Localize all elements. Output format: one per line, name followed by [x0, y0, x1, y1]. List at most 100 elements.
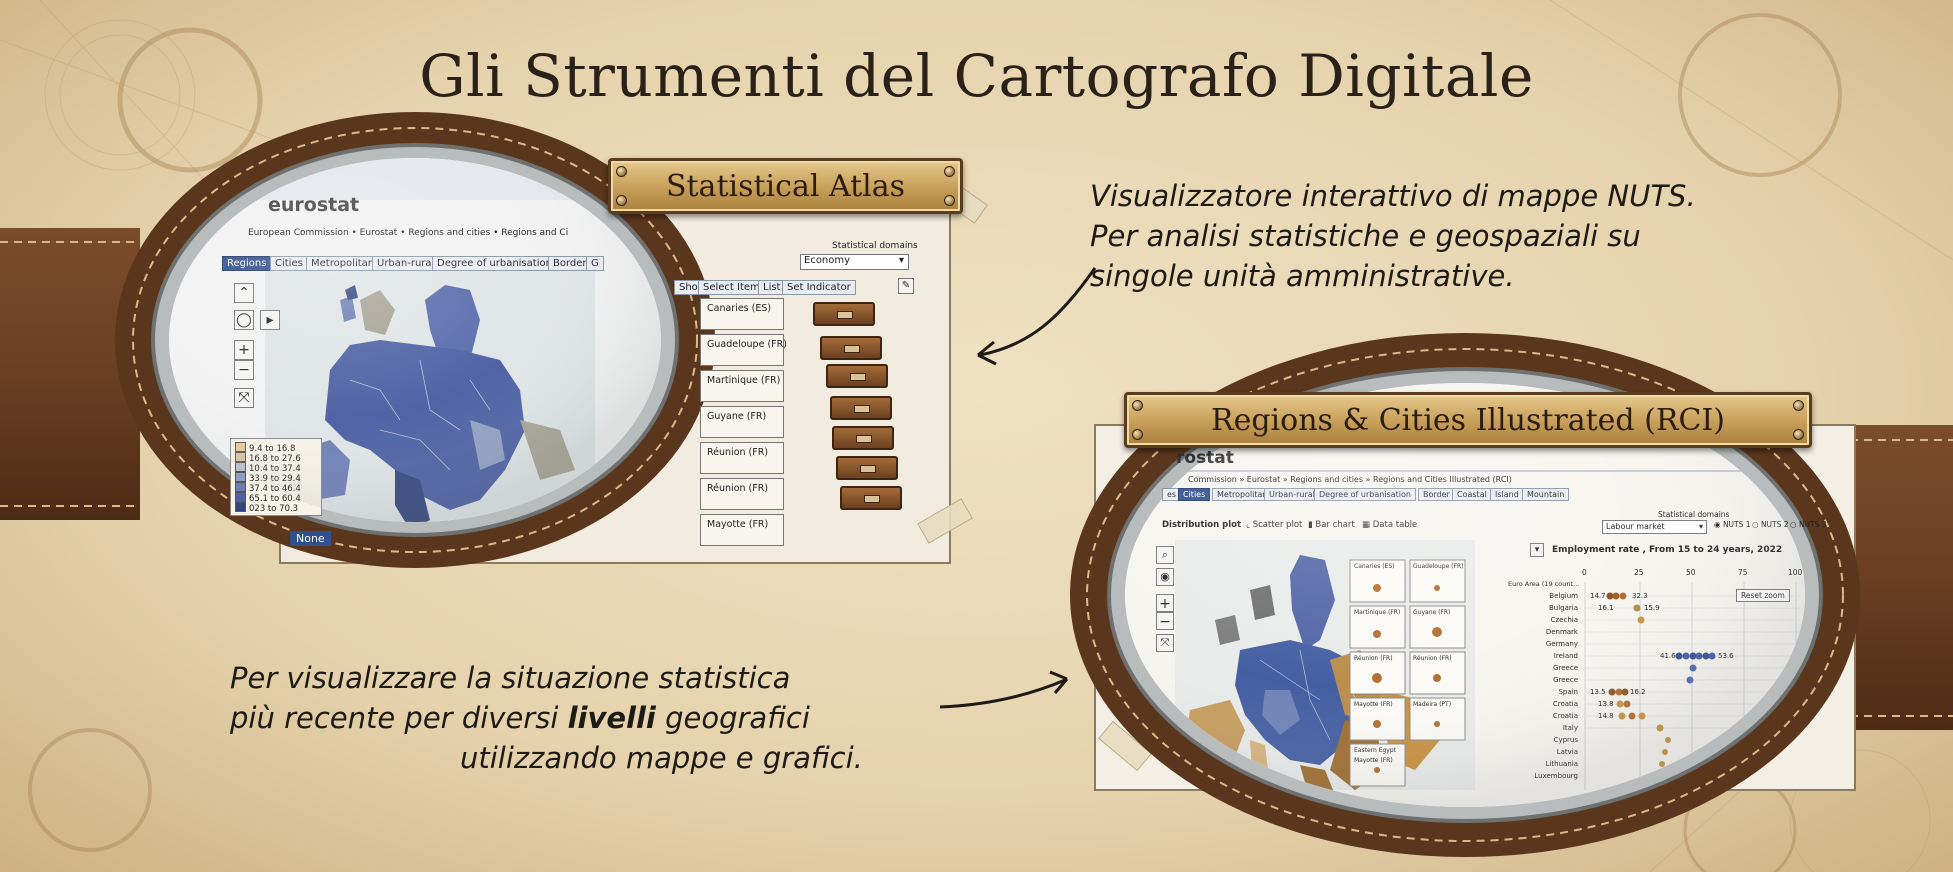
value-label: 13.5 — [1590, 688, 1606, 696]
rci-stat-domain-value: Labour market — [1606, 522, 1665, 531]
drawer-button[interactable] — [826, 364, 888, 388]
statistical-atlas-plaque: Statistical Atlas — [608, 158, 963, 214]
value-label: 53.6 — [1718, 652, 1734, 660]
atlas-stat-domain-select[interactable]: Economy▾ — [800, 254, 909, 270]
axis-tick: 100 — [1788, 568, 1803, 577]
country-label: Croatia — [1552, 712, 1578, 720]
inset-panel[interactable]: Mayotte (FR) — [700, 514, 784, 546]
rci-stat-domain-select[interactable]: Labour market ▾ — [1602, 520, 1707, 534]
inset-label: Madeira (PT) — [1413, 701, 1452, 708]
inset-label: Mayotte (FR) — [1354, 757, 1393, 764]
country-label: Ireland — [1553, 652, 1578, 660]
inset-label: Réunion (FR) — [1354, 655, 1393, 662]
tab-coastal[interactable]: Coastal — [1452, 488, 1492, 501]
arrow-to-atlas — [979, 267, 1097, 357]
inset-panel[interactable]: Guadeloupe (FR) — [700, 334, 787, 366]
country-label: Denmark — [1545, 628, 1578, 636]
page-title: Gli Strumenti del Cartografo Digitale — [419, 42, 1534, 110]
rci-stat-domain-label: Statistical domains — [1658, 510, 1730, 519]
scatter-plot-option[interactable]: ⌞ Scatter plot — [1246, 520, 1303, 530]
axis-tick: 75 — [1738, 568, 1748, 577]
inset-label: Guadeloupe (FR) — [1413, 563, 1464, 570]
inset-panel[interactable]: Canaries (ES) — [700, 298, 784, 330]
radio-nuts1[interactable]: ◉ NUTS 1 — [1714, 520, 1751, 529]
edit-icon[interactable]: ✎ — [898, 278, 914, 294]
country-label: Cyprus — [1553, 736, 1578, 744]
distribution-plot-option[interactable]: Distribution plot — [1162, 520, 1242, 530]
inset-panel[interactable]: Réunion (FR) — [700, 478, 784, 510]
country-label: Luxembourg — [1534, 772, 1578, 780]
country-label: Greece — [1553, 676, 1578, 684]
none-button[interactable]: None — [290, 531, 331, 546]
emphasis-text: livelli — [567, 701, 656, 735]
chart-title: Employment rate , From 15 to 24 years, 2… — [1552, 545, 1783, 555]
drawer-button[interactable] — [813, 302, 875, 326]
note-line: Visualizzatore interattivo di mappe NUTS… — [1090, 179, 1696, 213]
tab-cities[interactable]: Cities — [1178, 488, 1211, 501]
note-line: più recente per diversi livelli geografi… — [230, 701, 810, 735]
note-line: Per analisi statistiche e geospaziali su — [1090, 219, 1641, 253]
rci-logo[interactable]: rostat — [1176, 448, 1234, 468]
drawer-button[interactable] — [830, 396, 892, 420]
arrow-to-rci — [939, 678, 1066, 709]
inset-label: Eastern Egypt — [1354, 747, 1397, 754]
inset-panel[interactable]: Réunion (FR) — [700, 442, 784, 474]
atlas-description: Visualizzatore interattivo di mappe NUTS… — [1090, 176, 1696, 296]
zoom-out-icon[interactable]: − — [1156, 612, 1174, 630]
note-line: utilizzando mappe e grafici. — [460, 741, 863, 775]
tab-island[interactable]: Island — [1490, 488, 1524, 501]
zoom-in-icon[interactable]: + — [1156, 594, 1174, 612]
eye-icon[interactable]: ◉ — [1156, 568, 1174, 586]
tab-degree-of-urbanisation[interactable]: Degree of urbanisation — [1314, 488, 1416, 501]
leather-strap-left — [0, 228, 140, 520]
value-label: 16.2 — [1630, 688, 1646, 696]
scatter-icon: ⌞ — [1246, 520, 1253, 530]
drawer-button[interactable] — [820, 336, 882, 360]
rci-breadcrumb[interactable]: Commission » Eurostat » Regions and citi… — [1188, 475, 1512, 484]
country-label: Latvia — [1556, 748, 1578, 756]
country-label: Lithuania — [1545, 760, 1578, 768]
inset-label: Canaries (ES) — [1354, 563, 1395, 570]
drawer-button[interactable] — [832, 426, 894, 450]
bar-chart-option[interactable]: ▮ Bar chart — [1308, 520, 1355, 530]
value-label: 15.9 — [1644, 604, 1660, 612]
inset-label: Guyane (FR) — [1413, 609, 1451, 616]
tab-border[interactable]: Border — [1418, 488, 1455, 501]
radio-nuts3[interactable]: ○ NUTS 3 — [1790, 520, 1827, 529]
country-label: Belgium — [1549, 592, 1578, 600]
value-label: 13.8 — [1598, 700, 1614, 708]
euro-area-label: Euro Area (19 count... — [1508, 580, 1580, 588]
plaque-label: Regions & Cities Illustrated (RCI) — [1211, 402, 1725, 438]
country-label: Croatia — [1552, 700, 1578, 708]
tab-mountain[interactable]: Mountain — [1522, 488, 1570, 501]
country-label: Spain — [1558, 688, 1578, 696]
data-table-option[interactable]: ▦ Data table — [1362, 520, 1418, 530]
note-line: Per visualizzare la situazione statistic… — [230, 661, 791, 695]
chevron-down-icon[interactable]: ▾ — [1530, 543, 1544, 557]
rci-plaque: Regions & Cities Illustrated (RCI) — [1124, 392, 1812, 448]
reset-icon[interactable]: ⤧ — [1156, 634, 1174, 652]
drawer-button[interactable] — [840, 486, 902, 510]
inset-label: Mayotte (FR) — [1354, 701, 1393, 708]
table-icon: ▦ — [1362, 520, 1373, 530]
value-label: 16.1 — [1598, 604, 1614, 612]
value-label: 14.8 — [1598, 712, 1614, 720]
chevron-down-icon: ▾ — [1698, 522, 1703, 531]
inset-panel[interactable]: Martinique (FR) — [700, 370, 784, 402]
set-indicator-button[interactable]: Set Indicator — [782, 280, 856, 295]
note-line: singole unità amministrative. — [1090, 259, 1515, 293]
value-label: 32.3 — [1632, 592, 1648, 600]
atlas-stat-domain-value: Economy — [804, 255, 851, 266]
rci-description: Per visualizzare la situazione statistic… — [230, 658, 930, 778]
axis-tick: 0 — [1582, 568, 1587, 577]
search-icon[interactable]: ⌕ — [1156, 546, 1174, 564]
radio-nuts2[interactable]: ○ NUTS 2 — [1752, 520, 1789, 529]
reset-zoom-button[interactable]: Reset zoom — [1736, 589, 1790, 602]
drawer-button[interactable] — [836, 456, 898, 480]
country-label: Germany — [1545, 640, 1578, 648]
country-label: Czechia — [1550, 616, 1578, 624]
country-label: Bulgaria — [1548, 604, 1578, 612]
inset-panel[interactable]: Guyane (FR) — [700, 406, 784, 438]
tab-urban-rural[interactable]: Urban-rural — [1264, 488, 1320, 501]
